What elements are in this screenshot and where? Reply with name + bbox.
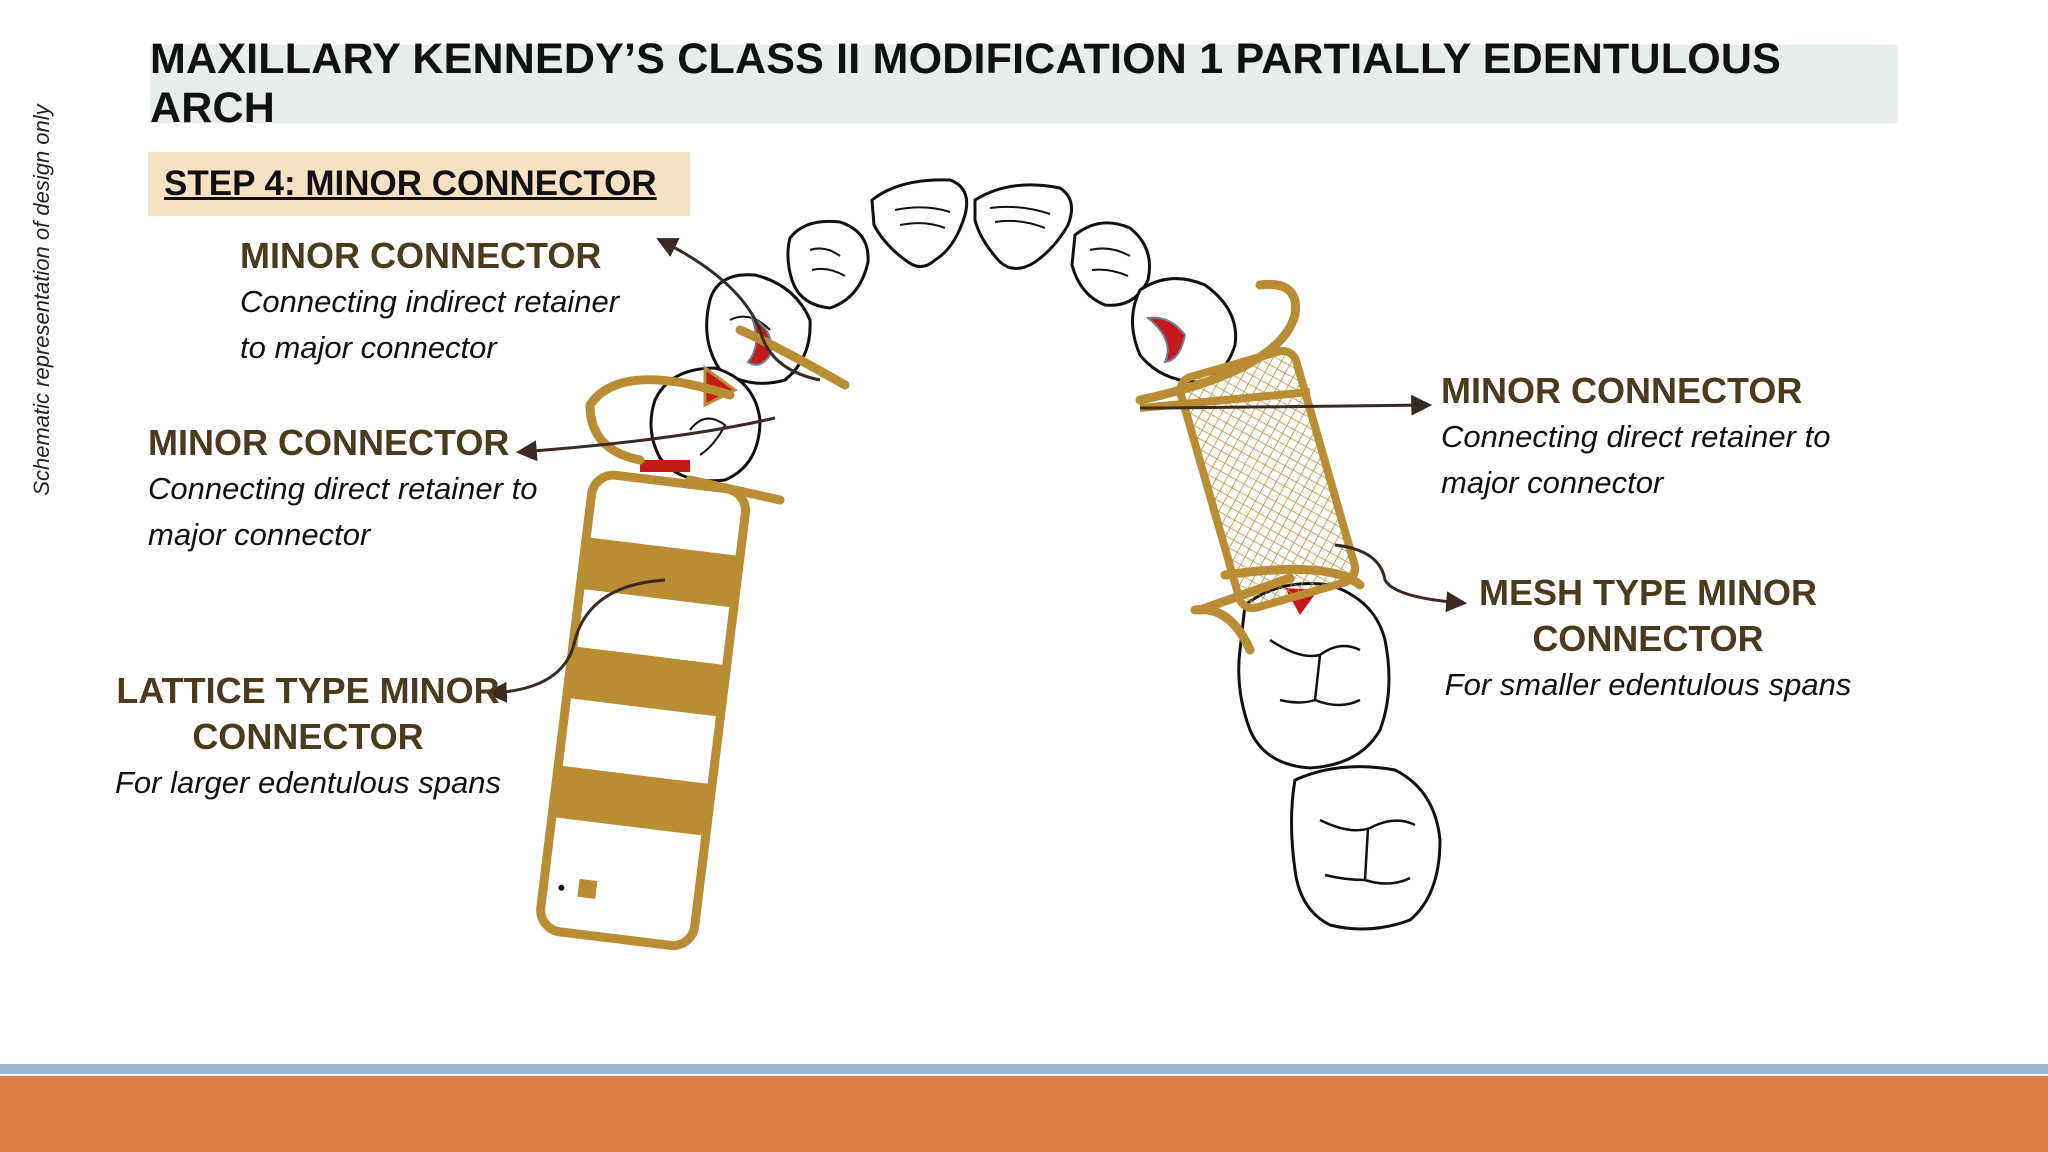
arrows <box>485 238 1468 703</box>
tooth-lateral-incisor-right <box>1070 221 1151 307</box>
title-banner: MAXILLARY KENNEDY’S CLASS II MODIFICATIO… <box>150 35 1898 132</box>
arrow-direct-left <box>515 416 776 462</box>
tooth-molar-right-2 <box>1290 765 1442 931</box>
lattice-connector <box>536 470 751 951</box>
lattice-strut-2 <box>566 646 727 717</box>
footer-divider <box>0 1064 2048 1074</box>
mesh-connector <box>1176 347 1360 613</box>
arrow-lattice <box>485 578 666 703</box>
label-direct-right-line2: major connector <box>1441 465 1664 500</box>
label-direct-right-heading: MINOR CONNECTOR <box>1441 370 1803 411</box>
label-mesh-heading1: MESH TYPE MINOR <box>1478 572 1818 613</box>
clasp-premolar-left <box>585 375 735 465</box>
label-indirect-retainer: MINOR CONNECTOR Connecting indirect reta… <box>240 233 619 371</box>
label-indirect-line2: to major connector <box>240 330 497 365</box>
label-direct-retainer-right: MINOR CONNECTOR Connecting direct retain… <box>1441 368 1830 506</box>
label-lattice-desc: For larger edentulous spans <box>114 765 501 800</box>
tooth-central-incisor-right <box>973 183 1074 270</box>
label-lattice: LATTICE TYPE MINOR CONNECTOR For larger … <box>88 668 528 806</box>
rest-seat-canine-right <box>1145 316 1187 364</box>
label-lattice-heading2: CONNECTOR <box>192 716 424 757</box>
label-direct-left-line1: Connecting direct retainer to <box>148 471 538 506</box>
tooth-lateral-incisor-left <box>786 219 870 310</box>
label-direct-left-heading: MINOR CONNECTOR <box>148 422 510 463</box>
arrow-direct-right <box>1167 394 1433 416</box>
label-mesh: MESH TYPE MINOR CONNECTOR For smaller ed… <box>1418 570 1878 708</box>
label-direct-right-line1: Connecting direct retainer to <box>1441 419 1831 454</box>
lattice-strut-3 <box>551 765 713 836</box>
tooth-molar-right-1 <box>1237 582 1391 770</box>
arrow-indirect <box>656 238 821 382</box>
rest-seat-small <box>640 460 690 472</box>
label-indirect-heading: MINOR CONNECTOR <box>240 235 602 276</box>
arrow-mesh <box>1334 543 1468 613</box>
label-mesh-heading2: CONNECTOR <box>1532 618 1764 659</box>
label-indirect-line1: Connecting indirect retainer <box>240 284 620 319</box>
tooth-central-incisor-left <box>870 178 969 268</box>
mesh-connector-top-bar <box>1139 388 1311 412</box>
lattice-stop <box>577 878 598 899</box>
page-title: MAXILLARY KENNEDY’S CLASS II MODIFICATIO… <box>150 35 1781 132</box>
footer-bar <box>0 1076 2048 1152</box>
label-lattice-heading1: LATTICE TYPE MINOR <box>116 670 500 711</box>
label-mesh-desc: For smaller edentulous spans <box>1444 667 1852 702</box>
clasp-canine-left <box>735 325 850 390</box>
step-title: STEP 4: MINOR CONNECTOR <box>164 164 657 203</box>
label-direct-retainer-left: MINOR CONNECTOR Connecting direct retain… <box>148 420 537 558</box>
label-direct-left-line2: major connector <box>148 517 371 552</box>
step-box: STEP 4: MINOR CONNECTOR <box>148 152 690 216</box>
